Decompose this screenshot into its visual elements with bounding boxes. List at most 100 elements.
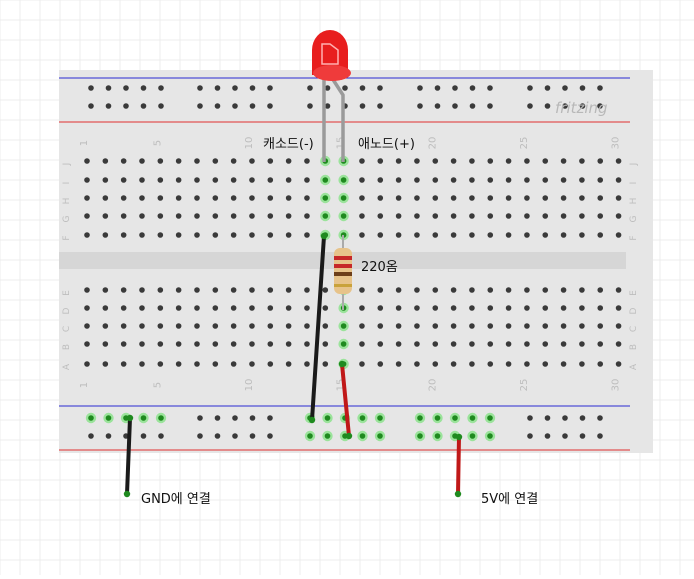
breadboard-hole: [597, 195, 604, 201]
breadboard-hole: [340, 341, 347, 347]
breadboard-hole: [102, 323, 109, 329]
breadboard-hole: [304, 305, 310, 311]
breadboard-hole: [417, 415, 423, 421]
breadboard-hole: [487, 415, 493, 421]
breadboard-hole: [432, 158, 439, 164]
breadboard-hole: [487, 305, 494, 311]
breadboard-hole: [452, 415, 458, 421]
breadboard-hole: [524, 232, 530, 238]
breadboard-hole: [487, 323, 494, 329]
breadboard-hole: [615, 195, 622, 201]
breadboard-hole: [524, 177, 530, 183]
breadboard-hole: [544, 433, 551, 439]
breadboard-hole: [304, 361, 310, 367]
breadboard-hole: [450, 341, 457, 347]
breadboard-hole: [377, 195, 384, 201]
wire-endpoint: [308, 416, 316, 424]
breadboard-hole: [212, 232, 219, 238]
breadboard-hole: [322, 195, 329, 201]
breadboard-hole: [285, 361, 292, 367]
breadboard-hole: [230, 213, 237, 219]
breadboard-hole: [615, 232, 622, 238]
breadboard-hole: [232, 103, 238, 109]
breadboard-hole: [359, 232, 365, 238]
breadboard-hole: [212, 177, 219, 183]
breadboard-hole: [230, 158, 237, 164]
breadboard-hole: [432, 361, 439, 367]
breadboard-hole: [414, 158, 420, 164]
breadboard-hole: [194, 158, 200, 164]
breadboard-hole: [469, 213, 475, 219]
breadboard-hole: [84, 232, 90, 238]
breadboard-hole: [487, 433, 493, 439]
breadboard-hole: [395, 341, 402, 347]
breadboard-hole: [194, 341, 200, 347]
breadboard-hole: [505, 158, 512, 164]
breadboard-hole: [524, 341, 530, 347]
breadboard-hole: [285, 305, 292, 311]
breadboard-hole: [542, 361, 549, 367]
breadboard-hole: [469, 232, 475, 238]
breadboard-hole: [542, 287, 549, 293]
row-letter: D: [62, 307, 72, 314]
breadboard-hole: [469, 361, 475, 367]
breadboard-hole: [450, 213, 457, 219]
breadboard-hole: [340, 177, 347, 183]
row-letter: F: [62, 235, 72, 240]
breadboard-hole: [230, 287, 237, 293]
breadboard-hole: [140, 103, 147, 109]
breadboard-hole: [414, 195, 420, 201]
breadboard-hole: [304, 177, 310, 183]
breadboard-hole: [615, 341, 622, 347]
breadboard-hole: [597, 158, 604, 164]
breadboard-hole: [434, 103, 441, 109]
breadboard-hole: [524, 323, 530, 329]
breadboard-hole: [377, 103, 383, 109]
breadboard-hole: [120, 323, 127, 329]
breadboard-hole: [527, 85, 533, 91]
breadboard-hole: [359, 213, 365, 219]
breadboard-hole: [359, 195, 365, 201]
breadboard-hole: [249, 232, 255, 238]
breadboard-hole: [267, 195, 274, 201]
breadboard-hole: [579, 433, 586, 439]
breadboard-hole: [469, 287, 475, 293]
breadboard-hole: [84, 195, 90, 201]
breadboard-hole: [194, 213, 200, 219]
breadboard-hole: [524, 158, 530, 164]
breadboard-hole: [597, 287, 604, 293]
breadboard-hole: [102, 305, 109, 311]
breadboard-hole: [197, 415, 203, 421]
breadboard-hole: [359, 305, 365, 311]
breadboard-hole: [359, 177, 365, 183]
breadboard-hole: [120, 341, 127, 347]
breadboard-hole: [157, 232, 164, 238]
breadboard-hole: [434, 415, 441, 421]
led-rim: [313, 65, 351, 81]
resistor-body: [334, 248, 352, 294]
breadboard-hole: [120, 177, 127, 183]
breadboard-hole: [469, 103, 476, 109]
breadboard-hole: [105, 85, 112, 91]
breadboard-hole: [232, 433, 238, 439]
breadboard-hole: [452, 103, 458, 109]
breadboard-hole: [395, 158, 402, 164]
breadboard-hole: [542, 305, 549, 311]
breadboard-hole: [212, 287, 219, 293]
breadboard-hole: [157, 361, 164, 367]
breadboard-hole: [414, 361, 420, 367]
breadboard-hole: [414, 323, 420, 329]
breadboard-hole: [249, 103, 256, 109]
breadboard-hole: [579, 213, 585, 219]
column-number-bottom: 1: [79, 382, 90, 388]
breadboard-hole: [84, 361, 90, 367]
breadboard-hole: [579, 232, 585, 238]
breadboard-hole: [285, 158, 292, 164]
breadboard-hole: [432, 323, 439, 329]
breadboard-hole: [597, 305, 604, 311]
row-letter: J: [629, 163, 639, 167]
breadboard-hole: [322, 361, 329, 367]
breadboard-hole: [487, 158, 494, 164]
breadboard-hole: [214, 103, 221, 109]
